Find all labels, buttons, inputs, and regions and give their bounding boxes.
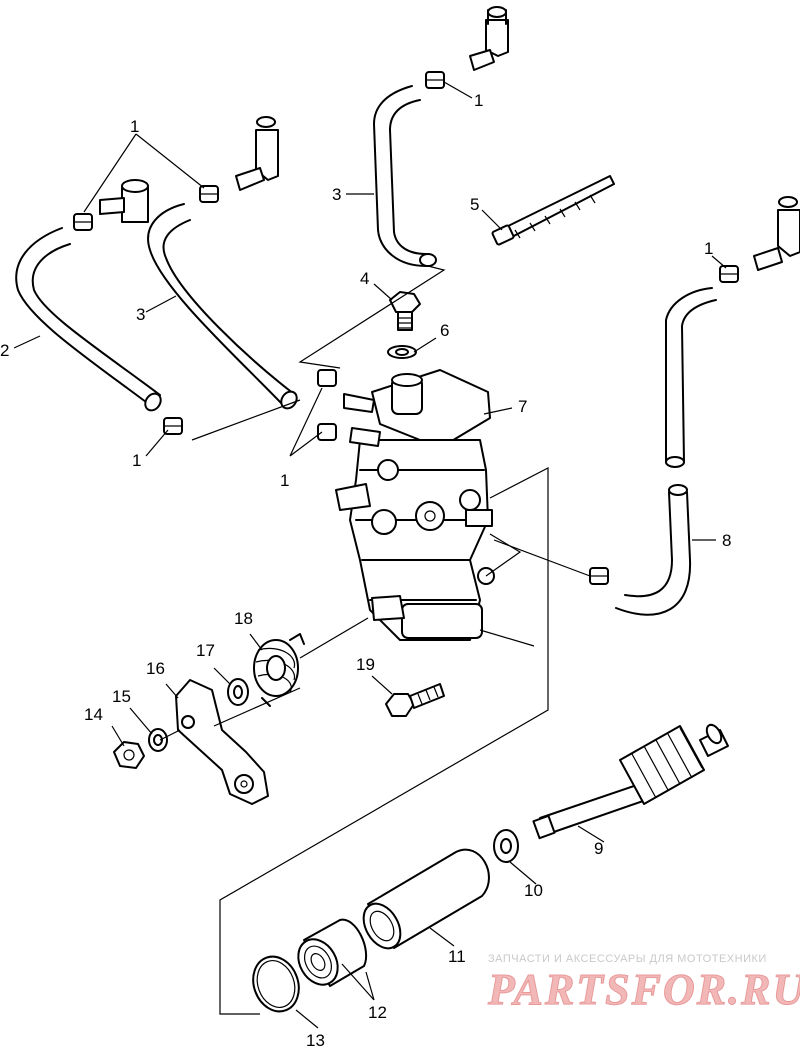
callout-1-top-right: 1 [474, 91, 483, 110]
clamp-a [73, 213, 93, 231]
watermark: ЗАПЧАСТИ И АКСЕССУАРЫ ДЛЯ МОТОТЕХНИКИ PA… [487, 953, 800, 1015]
washer-10 [493, 829, 519, 863]
callout-4: 4 [360, 269, 369, 288]
leader-lines [13, 81, 727, 1029]
callout-18: 18 [234, 609, 253, 628]
cable-tie-5 [491, 175, 615, 246]
callout-13: 13 [306, 1031, 325, 1049]
callout-2: 2 [0, 341, 9, 360]
callout-1-right: 1 [704, 239, 713, 258]
clamp-d [425, 71, 445, 89]
bolt-19 [385, 683, 445, 717]
nut-14 [113, 741, 145, 769]
callout-7: 7 [518, 397, 527, 416]
spring-18 [253, 633, 305, 707]
nozzle-left-top [235, 116, 279, 191]
clamp-e [719, 265, 739, 283]
callout-3-left: 3 [136, 305, 145, 324]
snap-ring-13 [252, 955, 300, 1013]
callout-1-center: 1 [280, 471, 289, 490]
washer-15 [148, 728, 168, 752]
hose-right-upper [665, 287, 717, 468]
callout-8: 8 [722, 531, 731, 550]
clamp-c [163, 417, 183, 435]
hose-2 [15, 227, 162, 412]
washer-6 [387, 345, 417, 359]
hose-8 [615, 484, 692, 616]
callout-11: 11 [448, 947, 466, 966]
callout-3-top: 3 [332, 185, 341, 204]
bushing-11 [362, 848, 490, 950]
callout-1-left-bottom: 1 [132, 451, 141, 470]
hose-3-top [373, 85, 437, 267]
washer-17 [227, 678, 249, 706]
callout-17: 17 [196, 641, 215, 660]
callout-10: 10 [524, 881, 543, 900]
callout-5: 5 [470, 195, 479, 214]
callout-19: 19 [356, 655, 375, 674]
clamp-g [589, 567, 609, 585]
callout-12: 12 [368, 1003, 387, 1022]
callout-labels: 1 1 1 1 1 2 3 3 4 5 6 7 8 9 10 11 12 13 … [0, 91, 731, 1049]
callout-15: 15 [112, 687, 131, 706]
tee-fitting [99, 179, 149, 223]
callout-6: 6 [440, 321, 449, 340]
callout-14: 14 [84, 705, 103, 724]
valve-body-7 [335, 369, 495, 641]
callout-9: 9 [594, 839, 603, 858]
nozzle-right [753, 196, 800, 271]
callout-16: 16 [146, 659, 165, 678]
seal-12 [297, 918, 368, 987]
watermark-brand: PARTSFOR.RU [487, 965, 800, 1014]
clamp-b [199, 185, 219, 203]
watermark-tagline: ЗАПЧАСТИ И АКСЕССУАРЫ ДЛЯ МОТОТЕХНИКИ [488, 953, 767, 965]
gear-shaft-9 [532, 723, 729, 840]
clamp-f [317, 369, 337, 441]
nozzle-top-middle [469, 6, 509, 71]
hose-3-left [147, 203, 298, 410]
bolt-4 [389, 291, 421, 331]
lever-16 [175, 679, 269, 805]
callout-1-top-left: 1 [130, 117, 139, 136]
